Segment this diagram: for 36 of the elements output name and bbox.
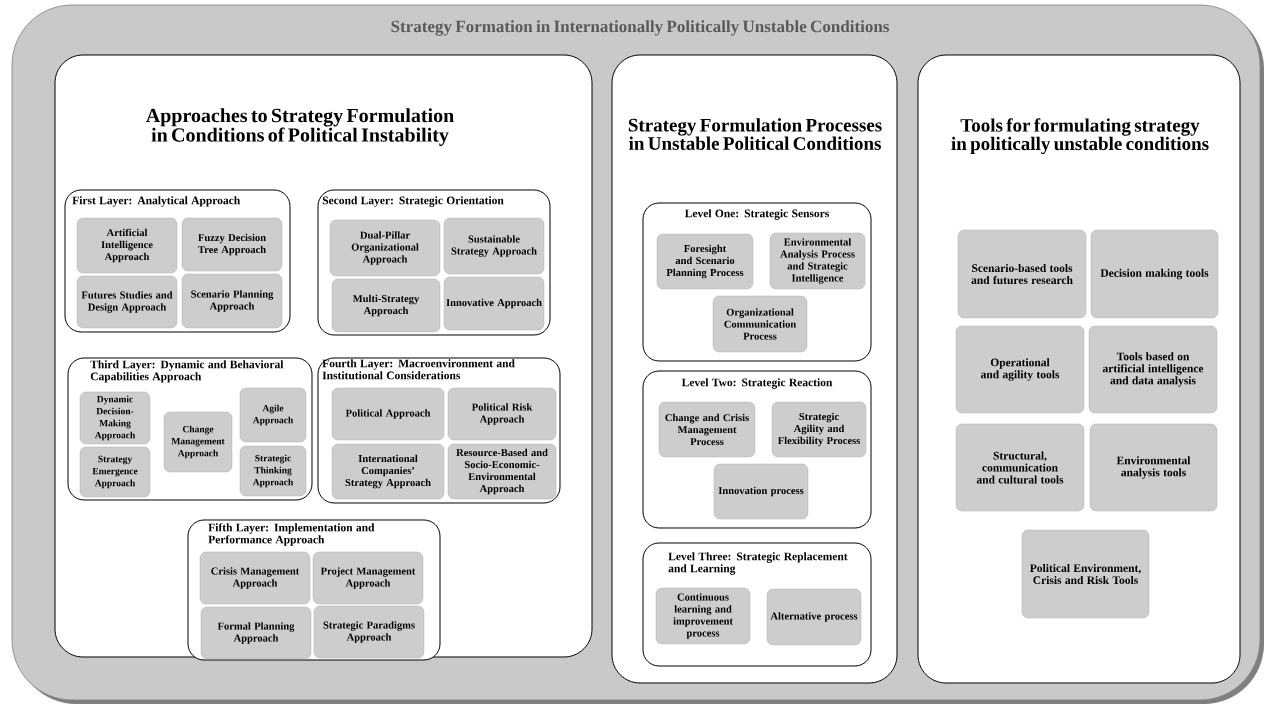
approach-box: Crisis Management Approach [199,551,311,605]
approach-box: Fuzzy Decision Tree Approach [181,217,283,272]
approach-box: International Companies’ Strategy Approach [331,443,445,500]
approach-box: Strategic Paradigms Approach [313,605,425,659]
approach-box: Artificial Intelligence Approach [76,217,178,274]
approach-box: Organizational Communication Process [712,295,808,353]
approach-box: Political Environment, Crisis and Risk Tools [1021,529,1150,619]
approach-box: Scenario-based tools and futures research [957,229,1087,319]
approach-box: Sustainable Strategy Approach [443,217,545,275]
approach-box: Environmental Analysis Process and Strategic Intelligence [769,232,866,290]
approach-box: Political Approach [331,387,445,441]
approach-box: Environmental analysis tools [1089,423,1218,512]
approach-box: Agile Approach [239,387,307,443]
approach-box: Political Risk Approach [447,387,557,441]
approach-box: Project Management Approach [312,551,424,605]
approach-box: Multi-Strategy Approach [331,278,441,333]
approach-box: Operational and agility tools [955,325,1085,414]
approach-box: Strategy Emergence Approach [79,446,151,498]
approach-box: Tools based on artificial intelligence and data analysis [1088,325,1218,414]
approach-box: Dual-Pillar Organizational Approach [329,219,441,277]
approach-box: Foresight and Scenario Planning Process [656,233,754,290]
approach-box: Continuous learning and improvement process [655,587,751,645]
approach-box: Strategic Agility and Flexibility Process [771,401,867,458]
approach-box: Dynamic Decision-Making Approach [79,391,151,445]
approach-box: Decision making tools [1090,229,1219,319]
approach-box: Futures Studies and Design Approach [76,275,178,329]
approach-box: Change Management Approach [163,411,233,473]
approach-box: Alternative process [766,588,862,646]
approach-box: Resource-Based and Socio-Economic-Environmental Approach [447,443,557,500]
approach-box: Innovation process [713,463,809,520]
approach-box: Strategic Thinking Approach [239,445,307,497]
approach-box: Structural, communication and cultural tools [955,423,1085,512]
approach-box: Change and Crisis Management Process [658,401,756,458]
approach-box: Scenario Planning Approach [181,273,283,329]
approach-box: Innovative Approach [443,276,545,331]
approach-box: Formal Planning Approach [200,606,312,660]
